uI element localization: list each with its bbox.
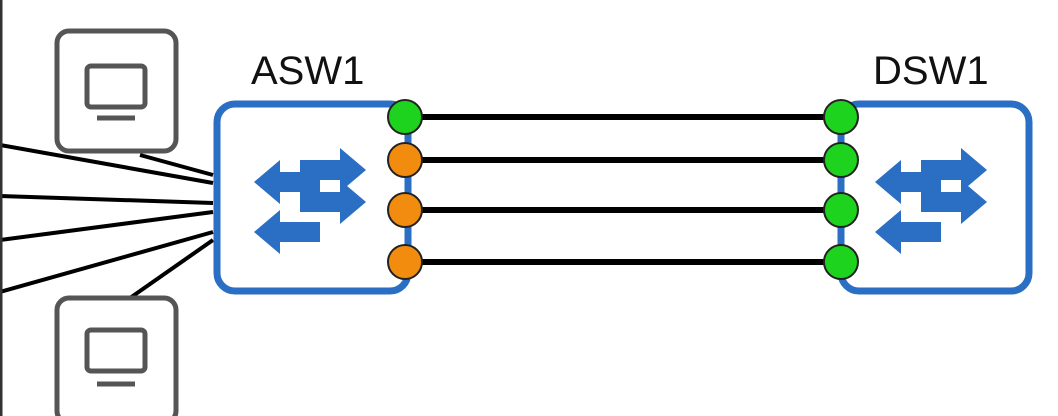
asw1-port-indicator[interactable]: [387, 99, 423, 135]
switch-dsw1[interactable]: [837, 100, 1033, 295]
trunk-links: [387, 99, 859, 280]
access-cable: [0, 194, 214, 205]
switch-asw1[interactable]: [213, 100, 412, 295]
access-cable: [128, 238, 215, 300]
asw1-port-indicator[interactable]: [387, 142, 423, 178]
asw1-port-indicator[interactable]: [387, 244, 423, 280]
dsw1-label: DSW1: [873, 49, 989, 93]
pc-top[interactable]: [54, 28, 179, 154]
monitor-icon: [84, 327, 148, 387]
switch-icon: [875, 148, 987, 254]
dsw1-port-indicator[interactable]: [823, 142, 859, 178]
dsw1-port-indicator[interactable]: [823, 244, 859, 280]
monitor-icon: [84, 63, 148, 121]
access-cable: [139, 153, 214, 177]
dsw1-port-indicator[interactable]: [823, 99, 859, 135]
access-cables: [0, 143, 215, 300]
access-cable: [0, 210, 214, 242]
switch-icon: [254, 148, 366, 254]
pc-frame: [54, 28, 179, 154]
access-cable: [0, 143, 214, 185]
asw1-label: ASW1: [251, 49, 364, 93]
pc-bottom[interactable]: [54, 295, 179, 416]
access-cable: [0, 230, 214, 294]
asw1-port-indicator[interactable]: [387, 192, 423, 228]
dsw1-port-indicator[interactable]: [823, 192, 859, 228]
pc-frame: [54, 295, 179, 416]
